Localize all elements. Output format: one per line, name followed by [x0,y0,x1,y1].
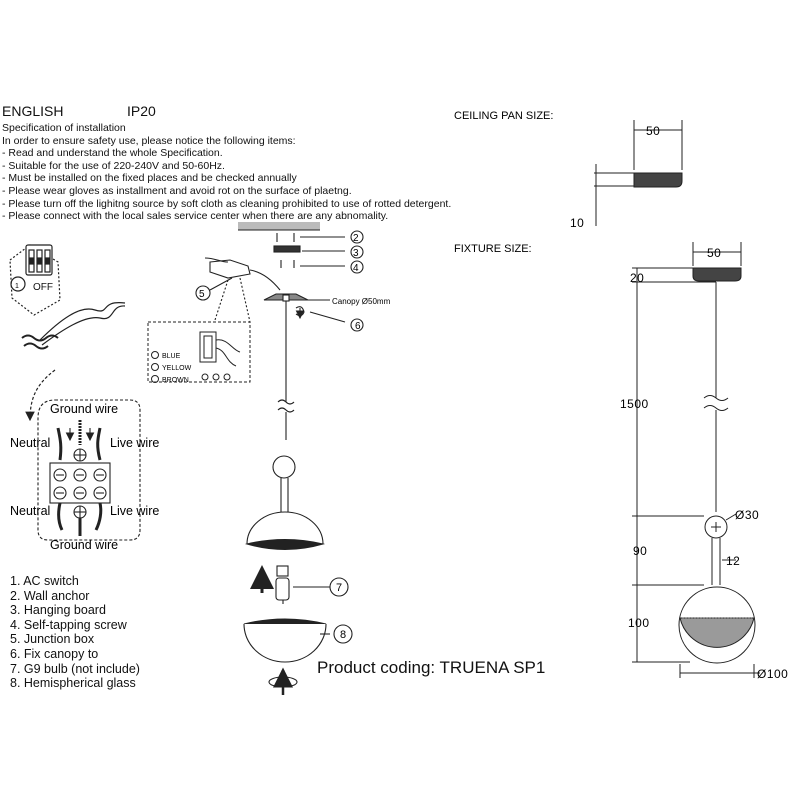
specification-block: Specification of installation In order t… [2,122,451,223]
part-item: 3. Hanging board [10,603,106,618]
callout-3: 3 [353,248,359,259]
spec-line: - Read and understand the whole Specific… [2,147,223,160]
spec-line: In order to ensure safety use, please no… [2,134,296,147]
callout-5: 5 [199,289,205,300]
ceiling-mount-parts [238,222,364,274]
parts-legend: 1. AC switch 2. Wall anchor 3. Hanging b… [10,574,140,691]
part-item: 1. AC switch [10,574,79,588]
live-wire-bottom-label: Live wire [110,504,159,518]
ceiling-pan-title: CEILING PAN SIZE: [454,110,553,122]
part-item: 6. Fix canopy to [10,646,99,661]
ground-wire-bottom-label: Ground wire [50,538,118,552]
spec-line: - Please wear gloves as installment and … [2,184,352,197]
neutral-bottom-label: Neutral [10,504,50,518]
language-label: ENGLISH [2,103,64,119]
wire-color-yellow: YELLOW [162,365,192,372]
fixture-cable-length: 1500 [620,397,649,411]
ceiling-pan-width: 50 [646,124,660,138]
spec-title: Specification of installation [2,122,126,134]
callout-1: 1 [15,283,19,290]
callout-8: 8 [340,629,346,641]
callout-4: 4 [353,263,359,274]
fixture-stem-width: 12 [726,554,740,568]
ac-switch-icon [9,244,61,316]
part-item: 4. Self-tapping screw [10,617,127,632]
part-item: 2. Wall anchor [10,588,90,603]
fixture-globe-diameter: Ø100 [757,667,788,681]
neutral-top-label: Neutral [10,436,50,450]
ground-wire-top-label: Ground wire [50,402,118,416]
ip-rating-label: IP20 [127,103,156,119]
spec-line: - Must be installed on the fixed places … [2,172,297,185]
spec-line: - Please turn off the lighitng source by… [2,197,452,210]
fixture-title: FIXTURE SIZE: [454,243,532,255]
fixture-stem-length: 90 [633,544,647,558]
fixture-top-width: 50 [707,246,721,260]
fixture-globe-height: 100 [628,616,650,630]
wire-color-blue: BLUE [162,353,181,360]
junction-box-icon [195,257,281,323]
ceiling-pan-drawing [594,120,683,226]
part-item: 8. Hemispherical glass [10,676,136,691]
canopy-label: Canopy Ø50mm [332,297,391,306]
wire-connector-icon [21,302,126,422]
live-wire-top-label: Live wire [110,436,159,450]
spec-line: - Suitable for the use of 220-240V and 5… [2,159,225,172]
callout-6: 6 [355,321,361,332]
fixture-canopy-height: 20 [630,271,644,285]
product-coding: Product coding: TRUENA SP1 [317,658,546,677]
part-item: 5. Junction box [10,632,95,647]
switch-off-label: OFF [33,282,53,293]
spec-line: - Please connect with the local sales se… [2,210,389,223]
pendant-assembly [243,293,364,695]
fixture-drawing [632,242,760,678]
wire-color-brown: BROWN [162,377,189,384]
fixture-ball-diameter: Ø30 [735,508,759,522]
junction-detail-box [147,321,251,383]
ceiling-pan-height: 10 [570,216,584,230]
part-item: 7. G9 bulb (not include) [10,661,140,676]
terminal-block-diagram [37,399,141,541]
callout-7: 7 [336,582,342,594]
callout-2: 2 [353,233,359,244]
